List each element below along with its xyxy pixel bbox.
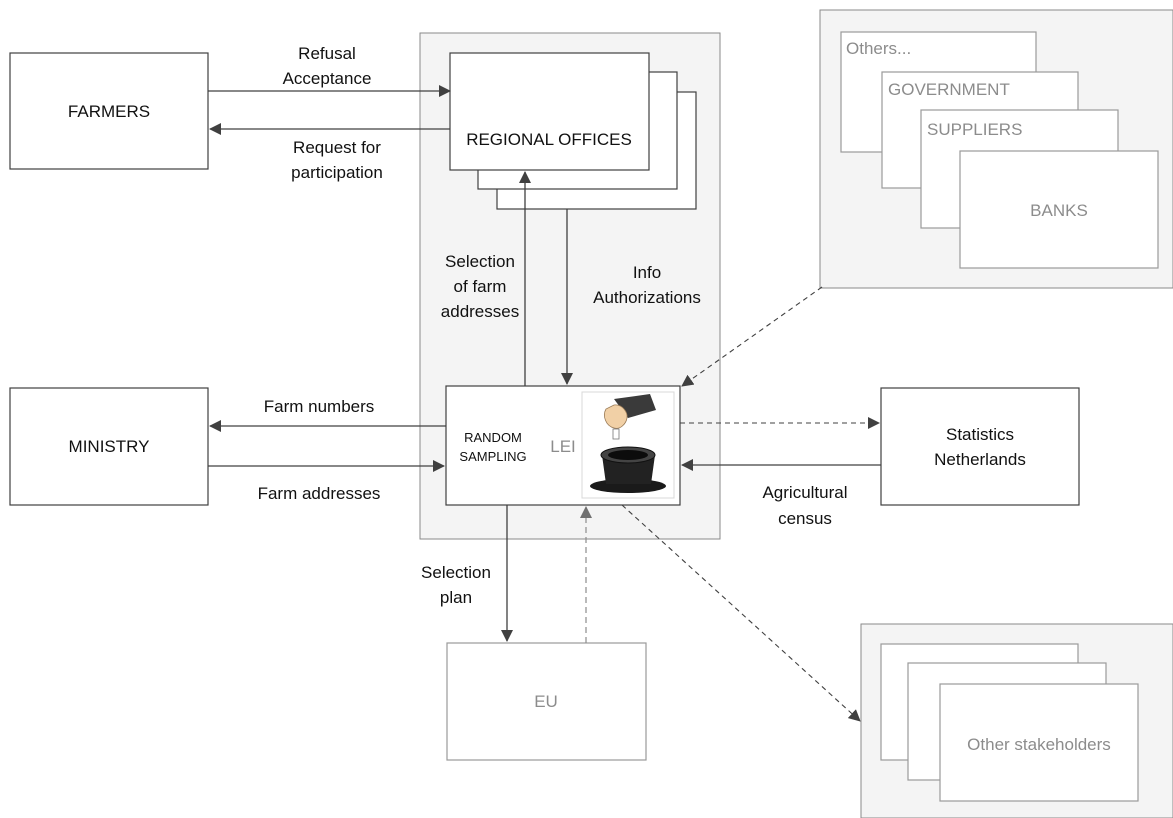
arrow-institutions-to-lei bbox=[681, 286, 823, 387]
suppliers-label: SUPPLIERS bbox=[927, 120, 1022, 139]
ministry-box[interactable]: MINISTRY bbox=[9, 387, 209, 506]
regional-offices-label: REGIONAL OFFICES bbox=[466, 130, 632, 149]
edge-label-agricultural: Agricultural bbox=[762, 483, 847, 502]
magic-hat-icon bbox=[581, 391, 675, 499]
edge-label-selection-plan-2: plan bbox=[440, 588, 472, 607]
ministry-label: MINISTRY bbox=[69, 437, 150, 456]
edge-label-request-for: Request for bbox=[293, 138, 381, 157]
statistics-netherlands-box[interactable]: Statistics Netherlands bbox=[880, 387, 1080, 506]
edge-label-of-farm: of farm bbox=[454, 277, 507, 296]
edge-label-addresses: addresses bbox=[441, 302, 519, 321]
random-label-line1: RANDOM bbox=[464, 430, 522, 445]
eu-label: EU bbox=[534, 692, 558, 711]
lei-box[interactable]: RANDOM SAMPLING LEI bbox=[445, 385, 681, 506]
farmers-box[interactable]: FARMERS bbox=[9, 52, 209, 170]
edge-label-selection: Selection bbox=[445, 252, 515, 271]
banks-box[interactable]: BANKS bbox=[959, 150, 1159, 269]
edge-label-authorizations: Authorizations bbox=[593, 288, 701, 307]
lei-label: LEI bbox=[550, 437, 576, 456]
eu-box[interactable]: EU bbox=[446, 642, 647, 761]
edge-label-selection-plan-1: Selection bbox=[421, 563, 491, 582]
other-stakeholders-label: Other stakeholders bbox=[967, 735, 1111, 754]
edge-label-census: census bbox=[778, 509, 832, 528]
others-label: Others... bbox=[846, 39, 911, 58]
edge-label-acceptance: Acceptance bbox=[283, 69, 372, 88]
random-label-line2: SAMPLING bbox=[459, 449, 526, 464]
edge-label-farm-numbers: Farm numbers bbox=[264, 397, 375, 416]
edge-label-farm-addresses: Farm addresses bbox=[258, 484, 381, 503]
regional-offices-box[interactable]: REGIONAL OFFICES bbox=[449, 52, 650, 171]
other-stakeholders-box[interactable]: Other stakeholders bbox=[939, 683, 1139, 802]
edge-label-refusal: Refusal bbox=[298, 44, 356, 63]
farmers-label: FARMERS bbox=[68, 102, 150, 121]
statistics-label-line2: Netherlands bbox=[934, 450, 1026, 469]
statistics-label-line1: Statistics bbox=[946, 425, 1014, 444]
government-label: GOVERNMENT bbox=[888, 80, 1010, 99]
edge-label-info: Info bbox=[633, 263, 661, 282]
edge-label-participation: participation bbox=[291, 163, 383, 182]
arrow-lei-to-stakeholders bbox=[621, 504, 861, 722]
banks-label: BANKS bbox=[1030, 201, 1088, 220]
